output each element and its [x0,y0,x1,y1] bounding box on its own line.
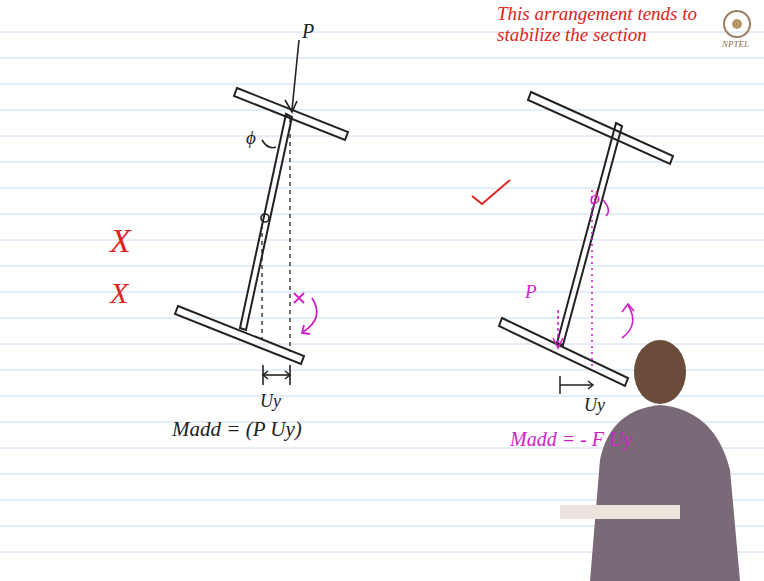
load-arrow-left [261,40,299,385]
load-label: P [302,20,314,42]
moment-formula: Madd = - F Uy [510,428,632,450]
dimension-right [560,376,593,394]
angle-label: ϕ [590,188,600,209]
magenta-marks [553,190,634,370]
note-text: This arrangement tends to stabilize the … [497,4,712,46]
moment-left [294,293,317,334]
dashed-plumb [262,118,290,352]
dimension-label: Uy [584,396,605,416]
load-label: P [525,282,537,303]
dimension-label: Uy [260,392,281,412]
i-section-left [175,88,348,364]
moment-formula: Madd = (P Uy) [172,418,302,441]
angle-label: ϕ [246,128,256,149]
i-section-right [499,92,673,386]
cross-mark: X [110,222,131,259]
logo-text: NPTEL [722,40,749,50]
presenter [560,340,740,581]
nptel-logo [724,11,750,37]
cross-mark: X [110,276,128,309]
check-mark [472,180,510,204]
